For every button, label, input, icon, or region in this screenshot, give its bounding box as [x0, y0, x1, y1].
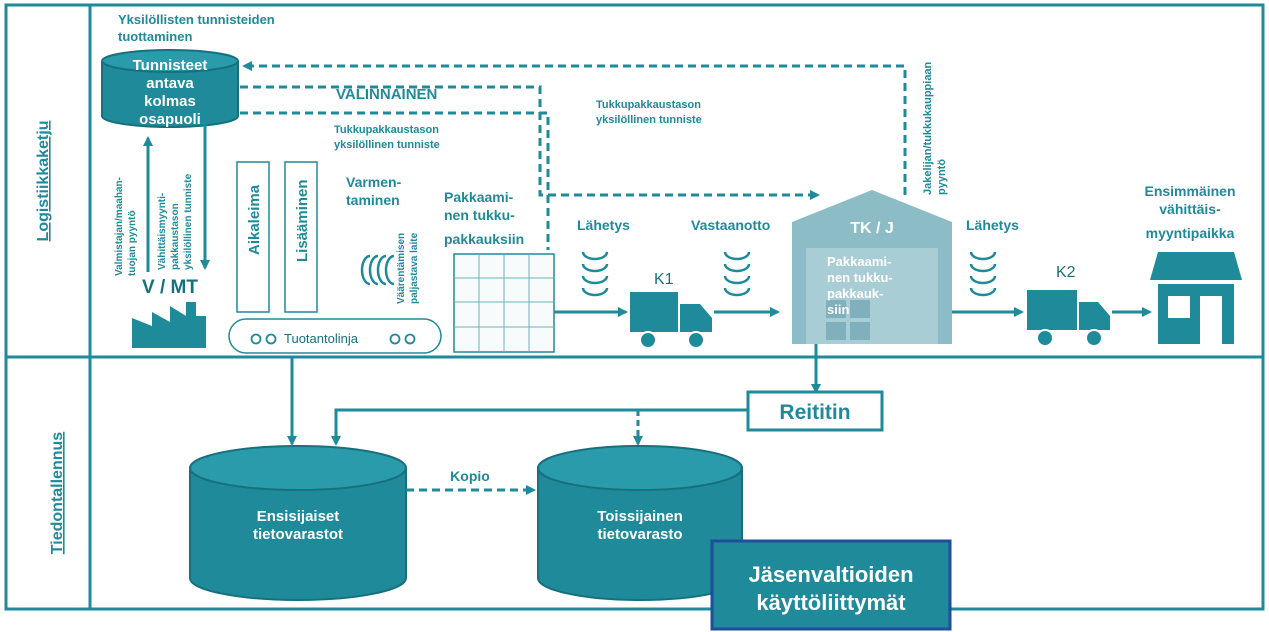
packing-2: nen tukku-	[444, 207, 515, 223]
db-line-2: antava	[146, 75, 194, 92]
db-line-1: Tunnisteet	[133, 57, 208, 74]
truck-1-icon	[630, 292, 712, 349]
retail-2: vähittäis-	[1159, 201, 1221, 217]
timestamp-box	[236, 161, 270, 313]
lane-label-logistics: Logistiikkaketju	[35, 121, 52, 242]
truck-1-label: K1	[654, 271, 674, 288]
db-line-4: osapuoli	[139, 111, 201, 128]
retail-id-2: pakkaustason	[170, 203, 181, 270]
timestamp-label: Aikaleima	[246, 184, 263, 255]
truck-2-icon	[1027, 290, 1110, 347]
router-box	[746, 390, 884, 432]
warehouse-packing-3: pakkauk-	[827, 286, 883, 301]
shipment-1-signal-icon	[581, 251, 609, 297]
manufacturer-request-2: tuojan pyyntö	[127, 210, 138, 276]
production-line-box	[228, 318, 442, 354]
pallet-grid-icon	[453, 253, 555, 353]
dashed-flows	[240, 61, 907, 250]
router-label: Reititin	[779, 401, 850, 424]
verification-2: taminen	[346, 192, 400, 208]
secondary-database: Toissijainen tietovarasto	[537, 445, 743, 601]
solid-flows	[287, 307, 1152, 446]
distributor-request-1: Jakelijan/tukkukauppiaan	[922, 61, 934, 195]
retail-3: myyntipaikka	[1146, 225, 1235, 241]
warehouse-icon	[792, 190, 952, 344]
warehouse-packing-2: nen tukku-	[827, 270, 893, 285]
db-line-3: kolmas	[144, 93, 196, 110]
tamper-2: paljastava laite	[409, 232, 420, 304]
packing-1: Pakkaami-	[444, 189, 514, 205]
warehouse-packing-1: Pakkaami-	[827, 254, 891, 269]
verification-signal-icon	[360, 254, 395, 286]
outer-frame	[4, 3, 1265, 611]
copy-label: Kopio	[450, 468, 490, 484]
wholesale-id-left-2: yksilöllinen tunniste	[334, 139, 440, 151]
primary-db-2: tietovarastot	[253, 526, 343, 543]
member-states-box	[710, 539, 952, 631]
shipment-2-signal-icon	[969, 251, 997, 297]
receipt-signal-icon	[723, 251, 751, 297]
retail-1: Ensimmäinen	[1144, 183, 1235, 199]
primary-db-1: Ensisijaiset	[257, 508, 340, 525]
factory-icon	[132, 302, 206, 348]
production-line-label: Tuotantolinja	[284, 331, 359, 346]
member-states-2: käyttöliittymät	[756, 590, 906, 615]
adding-box	[284, 161, 318, 313]
distributor-request-2: pyyntö	[936, 159, 948, 195]
retail-id-1: Vähittäismyynti-	[157, 193, 168, 270]
third-party-database: Tunnisteet antava kolmas osapuoli	[101, 49, 239, 128]
warehouse-name: TK / J	[850, 220, 894, 237]
packing-3: pakkauksiin	[444, 231, 524, 247]
manufacturer-request-1: Valmistajan/maahan-	[114, 177, 125, 276]
wholesale-id-left-1: Tukkupakkaustason	[334, 124, 439, 136]
secondary-db-2: tietovarasto	[597, 526, 682, 543]
shop-icon	[1150, 252, 1242, 344]
third-party-header: Yksilöllisten tunnisteiden	[118, 12, 275, 27]
adding-label: Lisääminen	[294, 179, 311, 262]
lane-label-storage: Tiedontallennus	[49, 432, 66, 554]
verification-1: Varmen-	[346, 174, 402, 190]
wholesale-id-right-1: Tukkupakkaustason	[596, 99, 701, 111]
optional-label: VALINNAINEN	[336, 86, 437, 103]
shipment-1-label: Lähetys	[577, 217, 630, 233]
wholesale-id-right-2: yksilöllinen tunniste	[596, 114, 702, 126]
primary-database: Ensisijaiset tietovarastot	[189, 445, 407, 601]
manufacturer-label: V / MT	[142, 277, 198, 298]
secondary-db-1: Toissijainen	[597, 508, 683, 525]
truck-2-label: K2	[1056, 264, 1076, 281]
production-rollers-icon	[250, 333, 416, 345]
shipment-2-label: Lähetys	[966, 217, 1019, 233]
warehouse-packing-4: siin	[827, 302, 849, 317]
tamper-1: Väärentämisen	[396, 233, 407, 304]
third-party-header-line2: tuottaminen	[118, 29, 192, 44]
retail-id-3: yksilöllinen tunniste	[183, 173, 194, 270]
receipt-label: Vastaanotto	[691, 217, 770, 233]
member-states-1: Jäsenvaltioiden	[748, 562, 913, 587]
